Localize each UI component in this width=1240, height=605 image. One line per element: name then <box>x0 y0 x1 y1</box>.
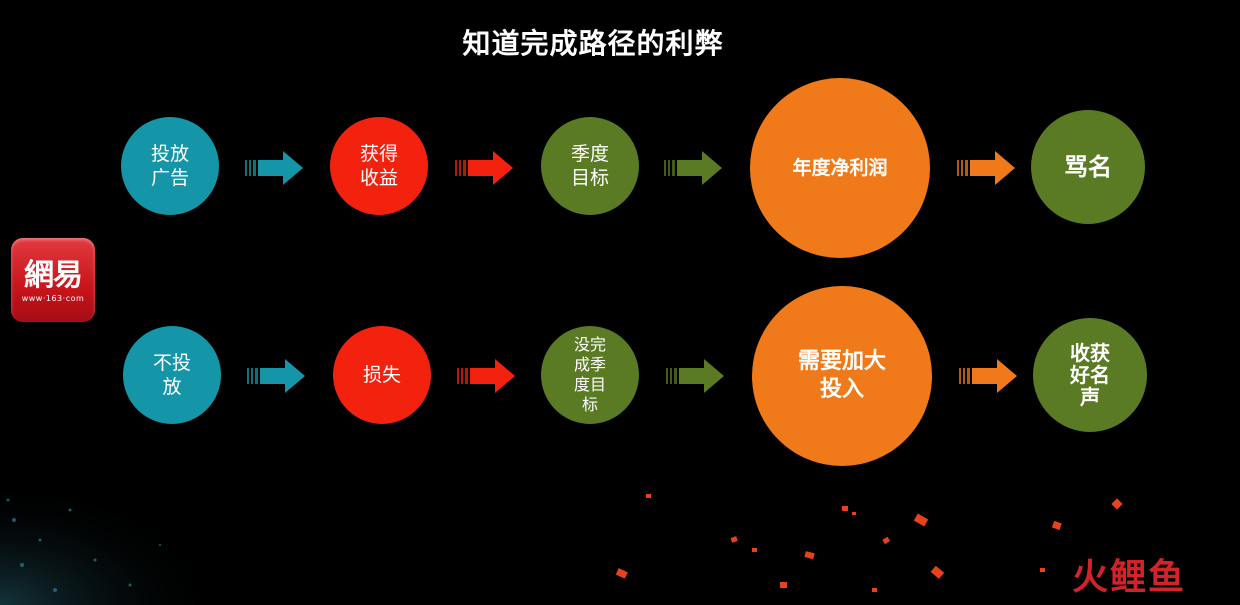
arrow-right-icon <box>957 151 1015 185</box>
logo-text: 網易 <box>24 258 83 293</box>
node-loss: 损失 <box>333 326 431 424</box>
node-label: 投放广告 <box>150 143 189 189</box>
node-annual-net-profit: 年度净利润 <box>750 78 930 258</box>
node-label: 损失 <box>362 364 401 386</box>
node-gain-revenue: 获得收益 <box>330 117 428 215</box>
arrow-right-icon <box>457 359 515 393</box>
node-label: 需要加大投入 <box>797 349 886 402</box>
logo-subtext: www·163·com <box>21 294 85 303</box>
node-bad-reputation: 骂名 <box>1031 110 1145 224</box>
node-increase-investment: 需要加大投入 <box>752 286 932 466</box>
arrow-right-icon <box>959 359 1017 393</box>
arrow-right-icon <box>455 151 513 185</box>
node-no-advertise: 不投放 <box>123 326 221 424</box>
node-label: 获得收益 <box>359 143 398 189</box>
arrow-right-icon <box>664 151 722 185</box>
node-quarter-goal: 季度目标 <box>541 117 639 215</box>
node-label: 不投放 <box>152 352 191 398</box>
node-label: 没完成季度目标 <box>573 335 606 414</box>
node-label: 骂名 <box>1064 153 1112 181</box>
node-missed-quarter-goal: 没完成季度目标 <box>541 326 639 424</box>
arrow-right-icon <box>247 359 305 393</box>
page-title: 知道完成路径的利弊 <box>462 27 724 60</box>
node-good-reputation: 收获好名声 <box>1033 318 1147 432</box>
arrow-right-icon <box>245 151 303 185</box>
node-label: 季度目标 <box>570 143 609 189</box>
netease-logo: 網易 www·163·com <box>11 238 95 322</box>
watermark-logo: 火鲤鱼 <box>1072 557 1187 598</box>
node-label: 收获好名声 <box>1070 341 1110 409</box>
node-advertise: 投放广告 <box>121 117 219 215</box>
node-label: 年度净利润 <box>792 157 888 179</box>
arrow-right-icon <box>666 359 724 393</box>
